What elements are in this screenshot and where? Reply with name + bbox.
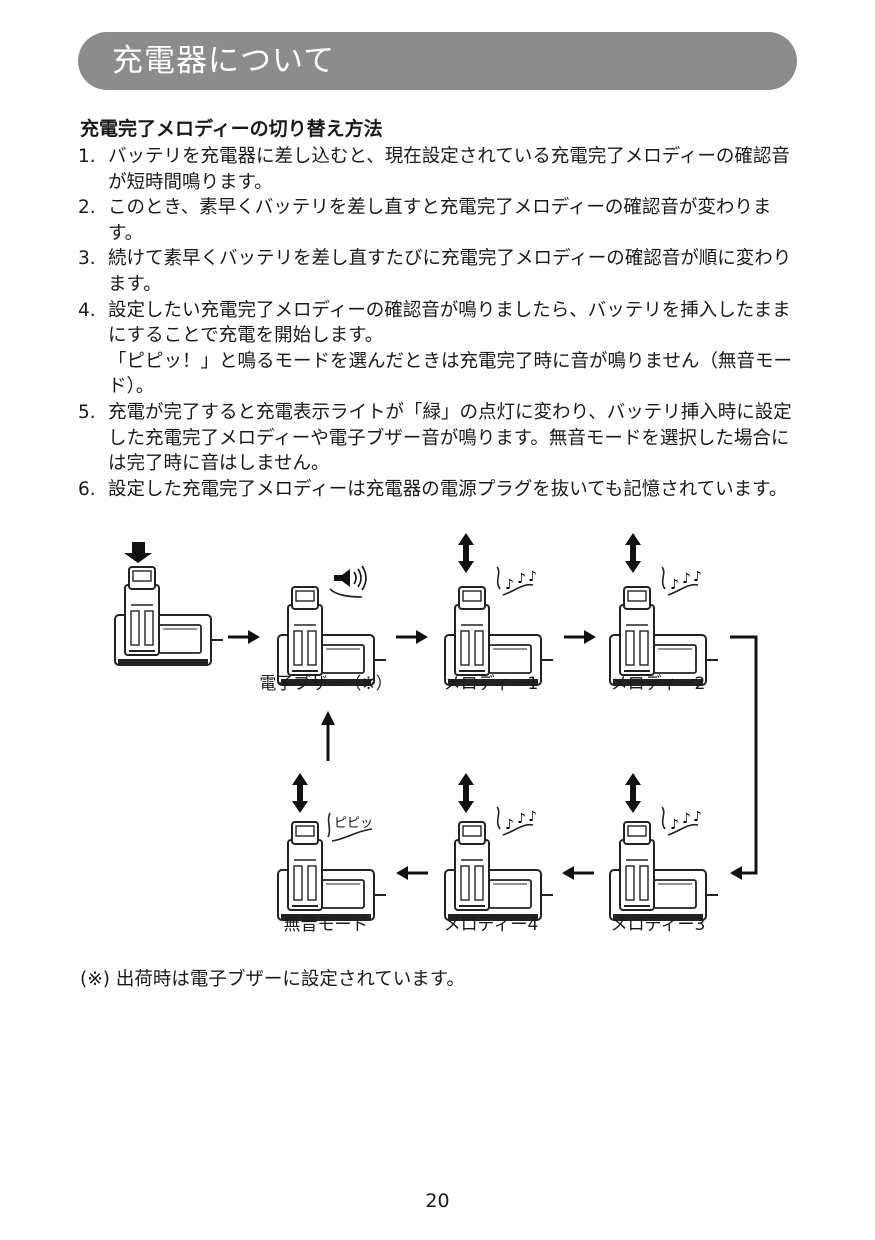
charger-melody1-icon	[444, 586, 554, 686]
diagram-svg: ♪ ♪ ♪	[114, 533, 758, 921]
up-down-arrow-icon	[458, 773, 474, 813]
music-notes-icon	[661, 566, 703, 596]
charger-melody4-icon	[444, 821, 554, 921]
music-notes-icon	[496, 806, 538, 836]
sound-text: ピピッ	[334, 816, 373, 831]
step-text: このとき、素早くバッテリを差し直すと充電完了メロディーの確認音が変わります。	[108, 197, 772, 244]
step-text: 続けて素早くバッテリを差し直すたびに充電完了メロディーの確認音が順に変わります。	[108, 248, 792, 295]
speaker-icon	[329, 565, 367, 598]
step-number: 4.	[78, 299, 96, 321]
step-number: 3.	[78, 248, 96, 270]
connector-arrow-icon	[730, 635, 758, 880]
step-item: 3. 続けて素早くバッテリを差し直すたびに充電完了メロディーの確認音が順に変わり…	[78, 246, 800, 297]
step-text: 充電が完了すると充電表示ライトが「緑」の点灯に変わり、バッテリ挿入時に設定した充…	[108, 401, 792, 475]
label-melody3: メロディー3	[610, 915, 706, 935]
charger-insert-icon	[114, 566, 224, 666]
step-item: 1. バッテリを充電器に差し込むと、現在設定されている充電完了メロディーの確認音…	[78, 144, 800, 195]
up-down-arrow-icon	[458, 533, 474, 573]
step-text: バッテリを充電器に差し込むと、現在設定されている充電完了メロディーの確認音が短時…	[108, 146, 790, 193]
up-arrow-icon	[321, 711, 335, 761]
right-arrow-icon	[228, 630, 260, 644]
footnote: (※) 出荷時は電子ブザーに設定されています。	[80, 969, 465, 990]
header-bar: 充電器について	[78, 32, 797, 90]
charger-melody2-icon	[609, 586, 719, 686]
right-arrow-icon	[564, 630, 596, 644]
step-number: 1.	[78, 146, 96, 167]
step-number: 5.	[78, 401, 96, 423]
up-down-arrow-icon	[625, 773, 641, 813]
label-melody2: メロディー2	[610, 674, 706, 694]
left-arrow-icon	[562, 866, 594, 880]
step-text: 設定した充電完了メロディーは充電器の電源プラグを抜いても記憶されています。	[108, 478, 788, 500]
page-title: 充電器について	[112, 43, 336, 79]
music-notes-icon	[496, 566, 538, 596]
section-title: 充電完了メロディーの切り替え方法	[80, 118, 383, 140]
insert-arrow-icon	[124, 542, 152, 563]
steps-list: 1. バッテリを充電器に差し込むと、現在設定されている充電完了メロディーの確認音…	[78, 144, 800, 502]
left-arrow-icon	[396, 866, 428, 880]
melody-cycle-diagram: ♪ ♪ ♪	[100, 525, 780, 955]
step-item: 6. 設定した充電完了メロディーは充電器の電源プラグを抜いても記憶されています。	[78, 477, 800, 503]
label-melody1: メロディー1	[443, 674, 539, 694]
charger-silent-icon	[277, 821, 387, 921]
sound-bubble-icon: ピピッ	[327, 812, 373, 842]
music-notes-icon	[661, 806, 703, 836]
label-silent: 無音モード	[283, 915, 369, 935]
charger-buzzer-icon	[277, 586, 387, 686]
label-buzzer: 電子ブザー（※）	[259, 674, 393, 694]
right-arrow-icon	[396, 630, 428, 644]
charger-melody3-icon	[609, 821, 719, 921]
step-item: 4. 設定したい充電完了メロディーの確認音が鳴りましたら、バッテリを挿入したまま…	[78, 298, 800, 400]
up-down-arrow-icon	[292, 773, 308, 813]
page-number: 20	[425, 1190, 450, 1212]
step-number: 2.	[78, 197, 96, 219]
label-melody4: メロディー4	[443, 915, 539, 935]
up-down-arrow-icon	[625, 533, 641, 573]
step-number: 6.	[78, 478, 96, 500]
step-note: 「ピピッ！」と鳴るモードを選んだときは充電完了時に音が鳴りません（無音モード）。	[108, 350, 792, 398]
step-text: 設定したい充電完了メロディーの確認音が鳴りましたら、バッテリを挿入したままにする…	[108, 299, 791, 347]
step-item: 2. このとき、素早くバッテリを差し直すと充電完了メロディーの確認音が変わります…	[78, 195, 800, 246]
step-item: 5. 充電が完了すると充電表示ライトが「緑」の点灯に変わり、バッテリ挿入時に設定…	[78, 400, 800, 477]
